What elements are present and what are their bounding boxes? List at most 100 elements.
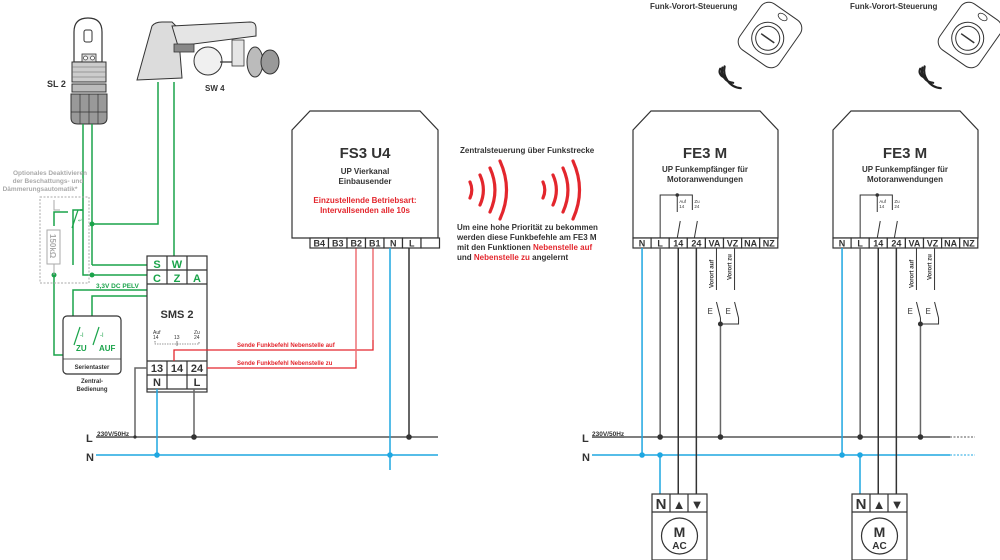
vorort-auf-switch-icon: E <box>707 307 712 316</box>
sms2-terminal-c: C <box>153 273 161 285</box>
signal-zu-label: Sende Funkbefehl Nebenstelle zu <box>237 361 333 367</box>
resistor-label: 150kΩ <box>48 234 57 259</box>
fs3u4-terminal-label: B3 <box>332 239 344 249</box>
l-bus-label-right: L <box>582 433 589 445</box>
sms2-power-wiring <box>133 367 197 458</box>
fe3m-contact-zu-num: 24 <box>694 204 700 209</box>
serientaster: -ǀ -ǀ ZU AUF Serientaster Zentral- Bedie… <box>62 315 122 393</box>
radio-wave-arc <box>551 173 558 207</box>
fs3u4-terminal-label: B1 <box>369 239 381 249</box>
fe3m-terminal-label: NZ <box>963 239 975 249</box>
zu-button-symbol: -ǀ <box>80 333 84 339</box>
vorort-auf-label: Vorort auf <box>709 259 715 288</box>
remote-signal-arc <box>923 65 942 90</box>
fs3u4-terminal-label: N <box>390 239 397 249</box>
serientaster-box <box>62 315 122 375</box>
sl2-sensor: SL 2 <box>47 17 108 125</box>
sms2-terminal-24: 24 <box>191 363 204 375</box>
motor-circle <box>860 517 899 555</box>
sms2-contact-zu-num: 24 <box>194 335 200 341</box>
fe3m-terminal-label: N <box>839 239 846 249</box>
voltage-label-right: 230V/50Hz <box>592 431 625 438</box>
zentral-caption-2: Bedienung <box>77 387 108 393</box>
sms2-terminal-n: N <box>153 377 161 389</box>
sw4-sensor: SW 4 <box>136 21 280 93</box>
mains-bus-right: L N 230V/50Hz <box>582 431 975 464</box>
fe3m-terminal-label: NA <box>944 239 957 249</box>
auf-button-label: AUF <box>99 344 116 353</box>
fe3m-terminal-label: NA <box>744 239 757 249</box>
fs3u4-terminal-label: B4 <box>313 239 325 249</box>
radio-note-4: und Nebenstelle zu angelernt <box>457 253 568 262</box>
fe3m-terminal <box>759 237 779 249</box>
motor-label-m: M <box>674 524 686 540</box>
optional-note-line2: der Beschattungs- und <box>13 178 84 185</box>
l-bus-label: L <box>86 433 93 445</box>
fe3m-subtitle-1: UP Funkempfänger für <box>862 165 948 174</box>
sms2-terminal-l: L <box>194 377 201 389</box>
sl2-label: SL 2 <box>47 79 66 89</box>
signal-auf-label: Sende Funkbefehl Nebenstelle auf <box>237 343 336 349</box>
fe3m-terminal-label: NZ <box>763 239 775 249</box>
optional-note-line1: Optionales Deaktivieren <box>13 170 87 177</box>
motor-terminal-n: N <box>656 496 667 513</box>
fe3m-subtitle-2: Motoranwendungen <box>667 175 743 184</box>
motor-up-arrow-icon: ▲ <box>673 497 686 512</box>
fe3m-title: FE3 M <box>883 145 927 162</box>
motor-label-m: M <box>874 524 886 540</box>
serientaster-label: Serientaster <box>75 365 110 371</box>
n-bus-label: N <box>86 452 94 464</box>
radio-wave-icon <box>468 159 582 221</box>
vorort-zu-switch-icon: E <box>726 307 731 316</box>
radio-wave-arc <box>498 159 509 221</box>
fs3u4-module: FS3 U4 UP Vierkanal Einbausender Einzust… <box>291 110 441 470</box>
sms2-terminal-13: 13 <box>151 363 163 375</box>
auf-button-symbol: -ǀ <box>100 333 104 339</box>
optional-note-line3: Dämmerungsautomatik* <box>3 186 78 193</box>
sw4-label: SW 4 <box>205 84 225 93</box>
n-bus-label-right: N <box>582 452 590 464</box>
radio-wave-arc <box>571 159 582 221</box>
fe3m-terminal-label: 14 <box>873 239 883 249</box>
remote-label: Funk-Vorort-Steuerung <box>650 2 738 11</box>
fs3u4-terminal-label: B2 <box>350 239 362 249</box>
optional-switch-symbol: ↵ <box>78 218 82 224</box>
fe3m-contact-auf: Auf <box>679 199 687 204</box>
zentral-caption-1: Zentral- <box>81 379 103 385</box>
motor-down-arrow-icon: ▼ <box>691 497 704 512</box>
remote-signal-arc <box>723 65 742 90</box>
remote-signal-arc <box>720 66 735 84</box>
fe3m-contact-auf-num: 14 <box>879 204 885 209</box>
optional-deactivation-block: Optionales Deaktivieren der Beschattungs… <box>3 170 90 284</box>
zu-button-label: ZU <box>76 344 87 353</box>
fe3m-terminal-label: L <box>657 239 663 249</box>
fs3u4-title: FS3 U4 <box>340 145 392 162</box>
fe3m-contact-zu-num: 24 <box>894 204 900 209</box>
sms2-contact-mid-num: 13 <box>174 335 180 341</box>
signal-wires: Sende Funkbefehl Nebenstelle auf Sende F… <box>173 248 374 369</box>
sms2-terminal-z: Z <box>174 273 181 285</box>
motor-label-ac: AC <box>872 541 886 552</box>
fs3u4-subtitle-2: Einbausender <box>339 177 392 186</box>
pelv-label: 3,3V DC PELV <box>96 283 140 290</box>
radio-wave-arc <box>478 173 485 207</box>
fe3m-terminal-label: VA <box>909 239 921 249</box>
remote-signal-arc <box>920 66 935 84</box>
fs3u4-terminal-strip: B4 B3 B2 B1 N L <box>309 237 441 249</box>
fs3u4-terminal-label: L <box>409 239 415 249</box>
fe3m-terminal-label: VZ <box>727 239 739 249</box>
vorort-auf-label: Vorort auf <box>909 259 915 288</box>
vorort-zu-label: Vorort zu <box>728 254 734 280</box>
sms2-contact-auf: Auf <box>153 330 161 336</box>
fe3m-terminal-label: 14 <box>673 239 683 249</box>
radio-note-3: mit den Funktionen Nebenstelle auf <box>457 243 592 252</box>
sms2-contact-auf-num: 14 <box>153 335 159 341</box>
fs3u4-terminal <box>420 237 441 249</box>
optional-dashed-box <box>39 196 90 284</box>
mains-bus-left: L N 230V/50Hz <box>86 431 438 464</box>
radio-wave-arc <box>561 166 570 214</box>
fe3m-subtitle-1: UP Funkempfänger für <box>662 165 748 174</box>
fe3m-terminal-label: VZ <box>927 239 939 249</box>
remote-control-icon <box>937 1 1000 69</box>
